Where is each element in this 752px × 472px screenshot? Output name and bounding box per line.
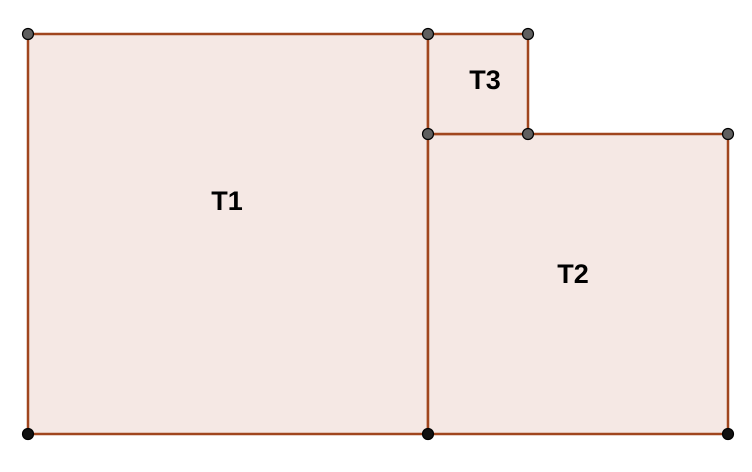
square-t3 (426, 32, 530, 136)
vertex-point (521, 127, 535, 141)
vertex-point (21, 27, 35, 41)
label-t1: T1 (211, 186, 243, 216)
vertex-point (421, 27, 435, 41)
vertex-point (521, 27, 535, 41)
square-t2 (426, 132, 730, 436)
vertex-point (21, 427, 35, 441)
vertex-point (721, 427, 735, 441)
vertex-point (421, 127, 435, 141)
vertex-points (21, 27, 735, 441)
square-t1 (26, 32, 430, 436)
label-t3: T3 (469, 65, 501, 95)
vertex-point (421, 427, 435, 441)
label-t2: T2 (557, 259, 589, 289)
vertex-point (721, 127, 735, 141)
